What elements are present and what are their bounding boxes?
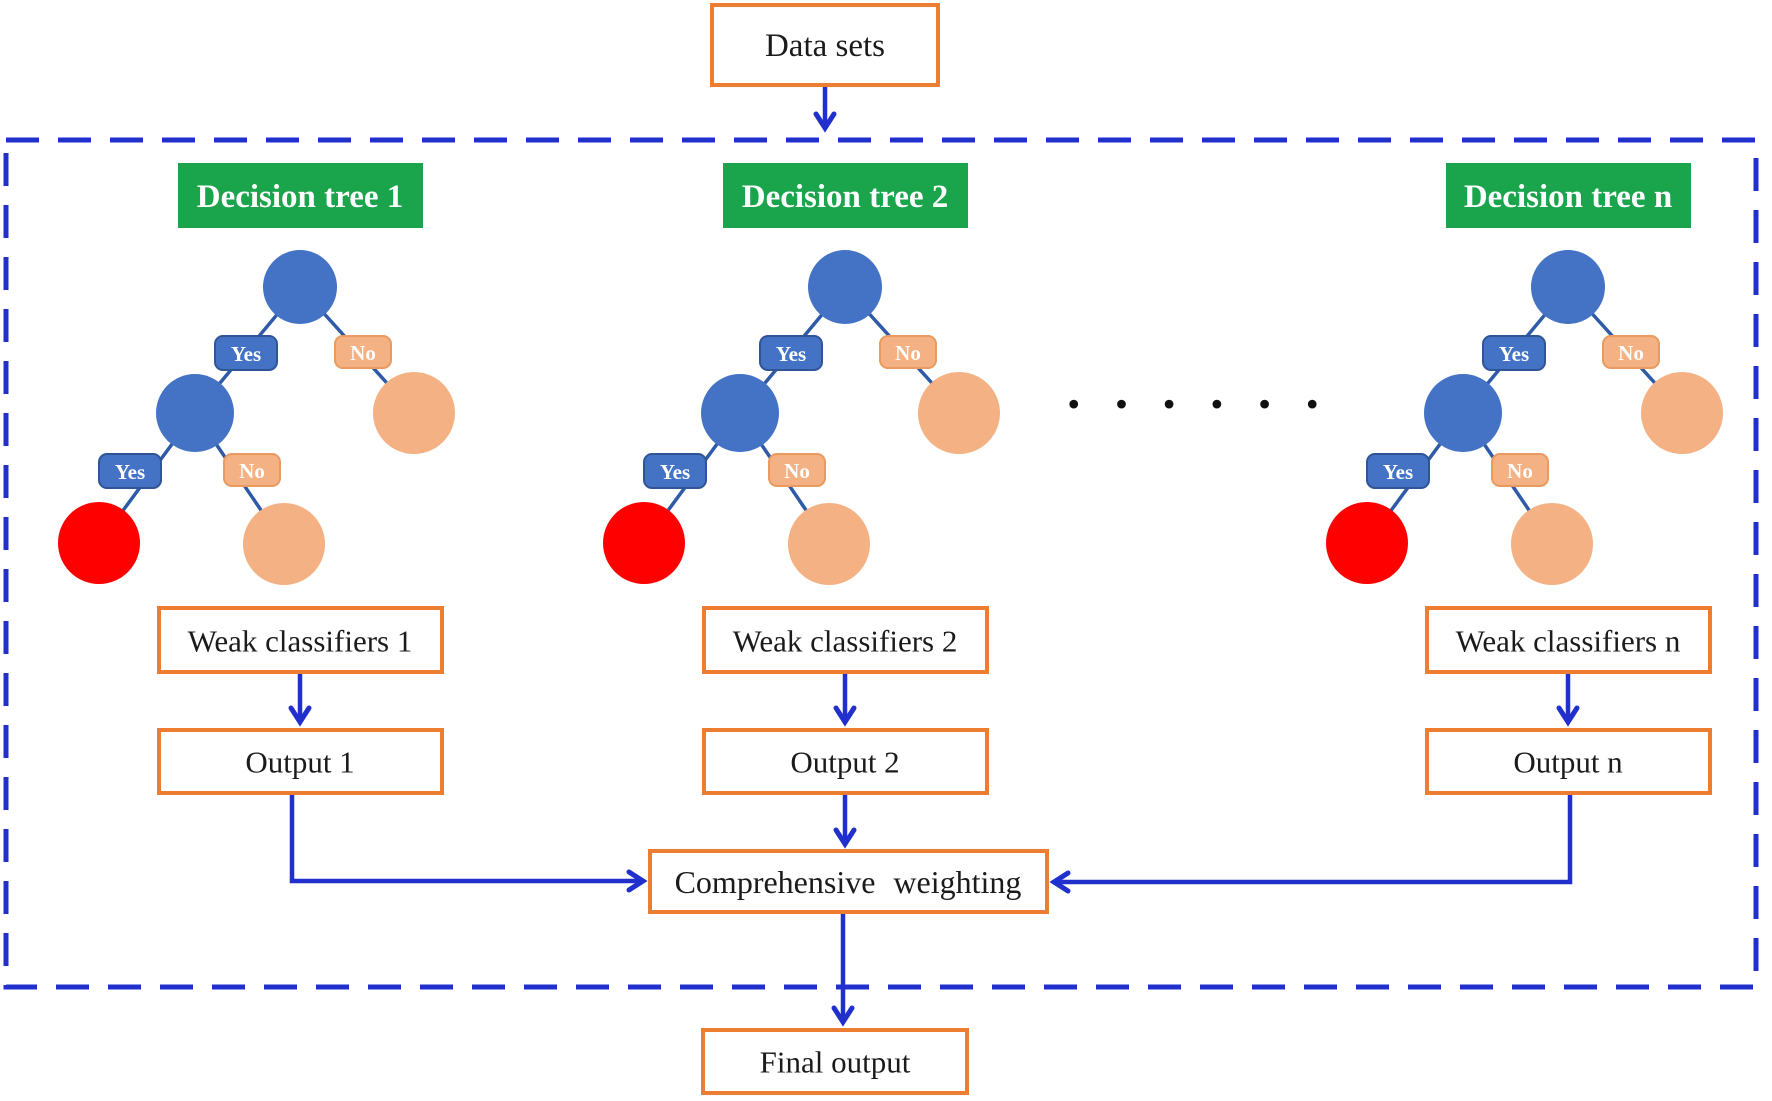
comprehensive-weighting-box: Comprehensive weighting bbox=[648, 849, 1049, 914]
final-output-frame bbox=[701, 1028, 969, 1095]
final-output-label: Final output bbox=[760, 1045, 911, 1080]
yes-chip bbox=[643, 453, 707, 489]
dataset-box: Data sets bbox=[710, 3, 940, 87]
output-label: Output 1 bbox=[245, 745, 354, 780]
tree1-edges bbox=[97, 285, 416, 546]
ellipsis-dots: •••••• bbox=[1065, 389, 1351, 424]
yes-chip bbox=[759, 335, 823, 371]
leaf-node-red bbox=[603, 502, 685, 584]
treen-header-label: Decision tree n bbox=[1464, 179, 1672, 215]
no-chip bbox=[768, 453, 826, 487]
leaf-node-orange bbox=[243, 503, 325, 585]
weak-classifiers-label: Weak classifiers n bbox=[1456, 624, 1681, 659]
weak-classifiers-box bbox=[157, 606, 444, 674]
yes-chip bbox=[1482, 335, 1546, 371]
yes-chip bbox=[98, 453, 162, 489]
no-chip-label: No bbox=[350, 341, 376, 365]
dataset-box-frame bbox=[710, 3, 940, 87]
yes-chip-label: Yes bbox=[776, 342, 806, 366]
yes-chip-label: Yes bbox=[231, 342, 261, 366]
no-chip bbox=[879, 335, 937, 369]
yes-chip-label: Yes bbox=[1499, 342, 1529, 366]
no-chip-label: No bbox=[239, 459, 265, 483]
no-chip-label: No bbox=[1618, 341, 1644, 365]
no-chip bbox=[223, 453, 281, 487]
yes-chip-label: Yes bbox=[660, 460, 690, 484]
weak-classifiers-box bbox=[702, 606, 989, 674]
arrow-output1-to-weighting bbox=[289, 795, 648, 893]
weak-classifiers-box bbox=[1425, 606, 1712, 674]
leaf-node-orange bbox=[1641, 372, 1723, 454]
output-box bbox=[1425, 728, 1712, 795]
final-output-box: Final output bbox=[701, 1028, 969, 1095]
root-node bbox=[1531, 250, 1605, 324]
root-node bbox=[263, 250, 337, 324]
tree2-edges bbox=[642, 285, 961, 546]
comprehensive-weighting-label: Comprehensive weighting bbox=[675, 864, 1022, 900]
no-chip bbox=[334, 335, 392, 369]
dataset-label: Data sets bbox=[765, 28, 885, 64]
yes-chip-label: Yes bbox=[115, 460, 145, 484]
leaf-node-orange bbox=[373, 372, 455, 454]
leaf-node-orange bbox=[788, 503, 870, 585]
decision-tree-1: Decision tree 1 Yes No Yes No Weak class… bbox=[58, 163, 455, 795]
decision-node bbox=[1424, 374, 1502, 452]
no-chip-label: No bbox=[895, 341, 921, 365]
yes-chip bbox=[1366, 453, 1430, 489]
yes-chip-label: Yes bbox=[1383, 460, 1413, 484]
leaf-node-orange bbox=[918, 372, 1000, 454]
decision-tree-n: Decision tree n Yes No Yes No Weak class… bbox=[1326, 163, 1723, 795]
arrow-outputn-to-weighting bbox=[1049, 795, 1573, 894]
tree1-header bbox=[178, 163, 423, 228]
tree2-header-label: Decision tree 2 bbox=[742, 179, 949, 215]
comprehensive-weighting-frame bbox=[648, 849, 1049, 914]
leaf-node-red bbox=[1326, 502, 1408, 584]
no-chip-label: No bbox=[1507, 459, 1533, 483]
decision-node bbox=[701, 374, 779, 452]
decision-node bbox=[156, 374, 234, 452]
yes-chip bbox=[214, 335, 278, 371]
weak-classifiers-label: Weak classifiers 2 bbox=[733, 624, 958, 659]
output-box bbox=[702, 728, 989, 795]
tree1-header-label: Decision tree 1 bbox=[197, 179, 404, 215]
leaf-node-red bbox=[58, 502, 140, 584]
decision-tree-2: Decision tree 2 Yes No Yes No Weak class… bbox=[603, 163, 1000, 795]
tree2-header bbox=[723, 163, 968, 228]
leaf-node-orange bbox=[1511, 503, 1593, 585]
output-label: Output 2 bbox=[790, 745, 899, 780]
output-label: Output n bbox=[1513, 745, 1623, 780]
treen-header bbox=[1446, 163, 1691, 228]
no-chip-label: No bbox=[784, 459, 810, 483]
treen-edges bbox=[1365, 285, 1684, 546]
output-box bbox=[157, 728, 444, 795]
weak-classifiers-label: Weak classifiers 1 bbox=[188, 624, 413, 659]
no-chip bbox=[1602, 335, 1660, 369]
no-chip bbox=[1491, 453, 1549, 487]
root-node bbox=[808, 250, 882, 324]
